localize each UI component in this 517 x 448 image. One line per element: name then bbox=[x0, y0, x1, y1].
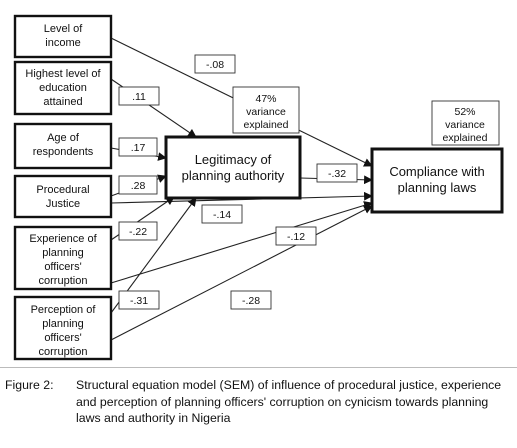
coef-education-legitimacy: .11 bbox=[118, 86, 160, 106]
coef-perception-compliance: -.28 bbox=[230, 290, 272, 310]
node-perception-line-1: Perception of bbox=[31, 304, 97, 316]
node-perception-line-2: planning bbox=[42, 318, 84, 330]
caption-text: Structural equation model (SEM) of influ… bbox=[76, 378, 502, 425]
node-age-line-2: respondents bbox=[33, 146, 94, 158]
coef-procedural-compliance: -.14 bbox=[201, 204, 243, 224]
coef-experience-legitimacy: -.22 bbox=[118, 221, 158, 241]
node-age-line-1: Age of bbox=[47, 132, 80, 144]
coef-perception-legitimacy: -.31 bbox=[118, 290, 160, 310]
coef-income-compliance-label: -.08 bbox=[206, 59, 224, 71]
node-experience-line-2: planning bbox=[42, 247, 84, 259]
node-procedural: Procedural Justice bbox=[13, 174, 113, 219]
coef-age-legitimacy-label: .17 bbox=[131, 142, 146, 154]
coef-perception-legitimacy-label: -.31 bbox=[130, 295, 148, 307]
node-procedural-line-2: Justice bbox=[46, 198, 80, 210]
node-legitimacy-line-1: Legitimacy of bbox=[195, 152, 272, 167]
coef-legitimacy-compliance-label: -.32 bbox=[328, 168, 346, 180]
coef-income-compliance: -.08 bbox=[194, 54, 236, 74]
variance-compliance-line-1: 52% bbox=[454, 106, 475, 118]
coef-procedural-legitimacy: .28 bbox=[118, 175, 158, 195]
node-age: Age of respondents bbox=[13, 122, 113, 170]
figure-caption: Figure 2: Structural equation model (SEM… bbox=[5, 377, 511, 427]
variance-legitimacy-line-1: 47% bbox=[255, 93, 276, 105]
node-income-line-1: Level of bbox=[44, 23, 83, 35]
node-experience-line-3: officers' bbox=[44, 261, 81, 273]
coef-legitimacy-compliance: -.32 bbox=[316, 163, 358, 183]
variance-legitimacy-box: 47% variance explained bbox=[232, 86, 300, 134]
node-procedural-line-1: Procedural bbox=[36, 184, 89, 196]
node-legitimacy-line-2: planning authority bbox=[182, 168, 285, 183]
node-education-line-3: attained bbox=[43, 96, 82, 108]
node-experience: Experience of planning officers' corrupt… bbox=[13, 225, 113, 291]
node-perception-line-3: officers' bbox=[44, 332, 81, 344]
node-perception: Perception of planning officers' corrupt… bbox=[13, 295, 113, 361]
caption-divider bbox=[0, 367, 517, 368]
coef-procedural-compliance-label: -.14 bbox=[213, 209, 231, 221]
coef-experience-legitimacy-label: -.22 bbox=[129, 226, 147, 238]
node-compliance: Compliance with planning laws bbox=[370, 147, 504, 214]
variance-legitimacy-line-2: variance bbox=[246, 106, 286, 118]
edge-experience-compliance bbox=[110, 201, 373, 284]
node-education-line-1: Highest level of bbox=[25, 68, 101, 80]
variance-legitimacy-line-3: explained bbox=[244, 119, 289, 131]
edge-perception-compliance bbox=[110, 205, 373, 341]
node-perception-line-4: corruption bbox=[39, 346, 88, 358]
node-compliance-line-2: planning laws bbox=[398, 180, 477, 195]
coef-experience-compliance: -.12 bbox=[275, 226, 317, 246]
coef-perception-compliance-label: -.28 bbox=[242, 295, 260, 307]
variance-compliance-box: 52% variance explained bbox=[431, 100, 500, 146]
coef-education-legitimacy-label: .11 bbox=[132, 91, 146, 103]
coef-procedural-legitimacy-label: .28 bbox=[131, 180, 146, 192]
variance-compliance-line-2: variance bbox=[445, 119, 485, 131]
node-experience-line-1: Experience of bbox=[29, 233, 97, 245]
node-legitimacy: Legitimacy of planning authority bbox=[164, 135, 302, 200]
coef-age-legitimacy: .17 bbox=[118, 137, 158, 157]
coef-experience-compliance-label: -.12 bbox=[287, 231, 305, 243]
node-income-line-2: income bbox=[45, 37, 80, 49]
node-experience-line-4: corruption bbox=[39, 275, 88, 287]
node-education: Highest level of education attained bbox=[13, 60, 113, 116]
node-education-line-2: education bbox=[39, 82, 87, 94]
caption-label: Figure 2: bbox=[5, 378, 54, 392]
node-income: Level of income bbox=[13, 14, 113, 59]
variance-compliance-line-3: explained bbox=[443, 132, 488, 144]
node-compliance-line-1: Compliance with bbox=[389, 164, 484, 179]
